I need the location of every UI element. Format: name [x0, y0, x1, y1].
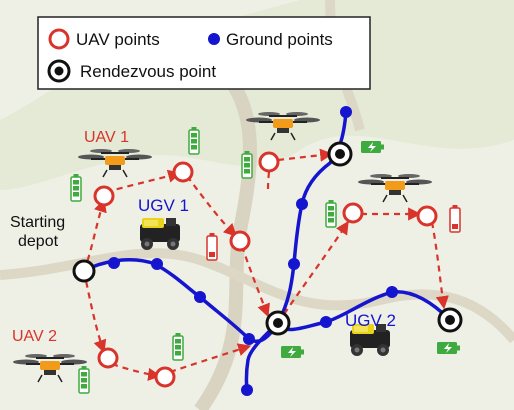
battery-icon — [241, 150, 253, 179]
uav4-route — [277, 207, 449, 324]
ground-point — [340, 106, 352, 118]
battery-low-icon — [449, 204, 461, 233]
battery-low-icon — [206, 232, 218, 261]
ground-point — [243, 333, 255, 345]
rendezvous-point — [72, 259, 96, 283]
uav-point — [172, 161, 194, 183]
charging-battery-icon — [281, 346, 304, 358]
ground-point — [320, 316, 332, 328]
ground-point — [386, 286, 398, 298]
legend-box — [37, 16, 371, 90]
ground-point — [296, 198, 308, 210]
ugv2-path — [276, 290, 452, 332]
map-road — [0, 248, 514, 344]
battery-icon — [70, 173, 82, 202]
ugv1-label: UGV 1 — [138, 196, 189, 215]
ground-points — [108, 106, 398, 396]
ugv-south-path — [244, 321, 280, 391]
charging-battery-icon — [361, 141, 384, 153]
legend-ground-marker — [208, 33, 220, 45]
battery-icon — [325, 199, 337, 228]
rendezvous-point — [265, 310, 291, 336]
rendezvous-point — [437, 307, 463, 333]
uav-point — [342, 202, 364, 224]
legend-rendezvous-label: Rendezvous point — [80, 62, 216, 81]
uav-points — [93, 151, 438, 388]
uav-point — [154, 366, 176, 388]
starting-depot-label-line2: depot — [18, 233, 59, 250]
uav-point — [93, 185, 115, 207]
uav-point — [258, 151, 280, 173]
uav-point — [97, 347, 119, 369]
uav2-label: UAV 2 — [12, 328, 57, 345]
uav-point — [229, 230, 251, 252]
uav-point — [416, 205, 438, 227]
charging-battery-icon — [437, 342, 460, 354]
uav3-route — [266, 148, 334, 191]
ground-point — [108, 257, 120, 269]
rendezvous-points — [72, 141, 463, 336]
legend-uav-label: UAV points — [76, 30, 160, 49]
ugv2-label: UGV 2 — [345, 311, 396, 330]
battery-icon — [172, 332, 184, 361]
battery-icon — [78, 365, 90, 394]
legend-ground-label: Ground points — [226, 30, 333, 49]
ground-point — [194, 291, 206, 303]
legend-uav-marker — [48, 28, 70, 50]
battery-icon — [188, 126, 200, 155]
rendezvous-point — [327, 141, 353, 167]
legend: UAV points Ground points Rendezvous poin… — [37, 16, 371, 90]
ground-point — [288, 258, 300, 270]
ground-point — [241, 384, 253, 396]
ground-point — [151, 258, 163, 270]
starting-depot-label-line1: Starting — [10, 214, 65, 231]
uav1-label: UAV 1 — [84, 129, 129, 146]
